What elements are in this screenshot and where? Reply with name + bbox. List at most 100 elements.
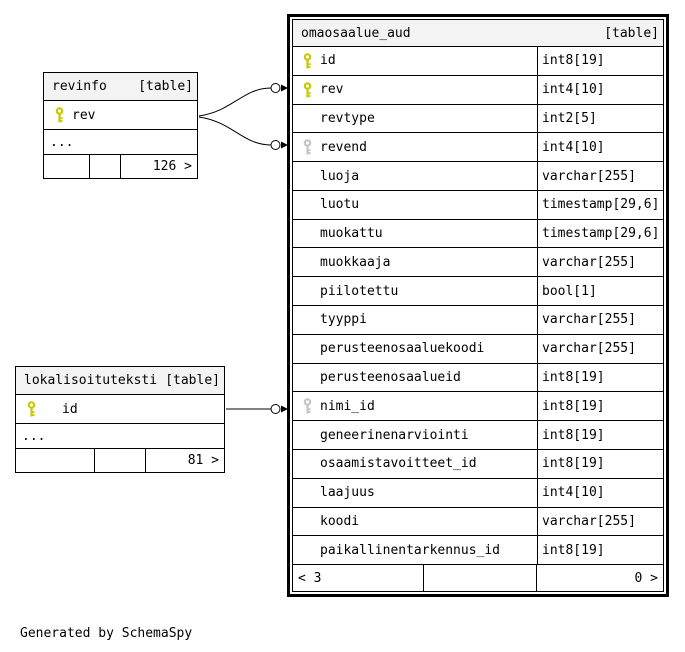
key-icon-placeholder: [303, 110, 312, 126]
column-name-cell: id: [293, 47, 537, 75]
table-row: nimi_id int8[19]: [293, 392, 663, 422]
column-name: muokattu: [320, 226, 383, 242]
column-type: bool[1]: [537, 277, 663, 306]
column-name-cell: rev: [293, 76, 537, 104]
column-name: muokkaaja: [320, 254, 391, 270]
column-name-cell: geneerinenarviointi: [293, 421, 537, 449]
column-type: varchar[255]: [537, 334, 663, 363]
key-icon-placeholder: [303, 312, 312, 328]
column-name-cell: osaamistavoitteet_id: [293, 450, 537, 478]
footer-children-count: 0 >: [634, 570, 658, 586]
table-tag: [table]: [138, 79, 193, 94]
column-type: int8[19]: [537, 536, 663, 565]
table-row: luotu timestamp[29,6]: [293, 190, 663, 220]
key-icon-placeholder: [303, 226, 312, 242]
table-row: geneerinenarviointi int8[19]: [293, 421, 663, 450]
primary-key-icon: [303, 81, 312, 98]
column-type: int4[10]: [537, 478, 663, 507]
column-type: varchar[255]: [537, 507, 663, 536]
column-type: timestamp[29,6]: [537, 190, 663, 219]
footer-left-cell: [44, 155, 90, 178]
column-name-cell: perusteenosaalueid: [293, 364, 537, 392]
table-row: rev: [44, 101, 197, 130]
column-name-cell: tyyppi: [293, 306, 537, 334]
column-name-cell: revtype: [293, 105, 537, 133]
column-name: nimi_id: [320, 398, 375, 414]
column-name: paikallinentarkennus_id: [320, 542, 501, 558]
table-name[interactable]: revinfo: [52, 79, 107, 94]
foreign-key-icon: [303, 398, 312, 414]
table-name[interactable]: lokalisoituteksti: [24, 373, 158, 388]
zero-one-circle: [270, 83, 281, 93]
primary-key-icon: [27, 401, 36, 417]
column-name: osaamistavoitteet_id: [320, 456, 477, 472]
edge-lokalisoituteksti-id-to-nimi-id: [226, 404, 288, 414]
primary-key-icon: [303, 53, 312, 69]
key-icon-placeholder: [303, 283, 312, 299]
key-icon-placeholder: [303, 341, 312, 357]
column-name-cell: perusteenosaaluekoodi: [293, 335, 537, 363]
column-name-cell: laajuus: [293, 479, 537, 507]
generated-by-caption: Generated by SchemaSpy: [20, 626, 193, 641]
column-type: int8[19]: [537, 392, 663, 421]
key-icon-placeholder: [303, 513, 312, 529]
column-name: laajuus: [320, 485, 375, 501]
table-row: perusteenosaaluekoodi varchar[255]: [293, 334, 663, 364]
footer-children-count: 126 >: [152, 159, 192, 174]
primary-key-icon: [55, 107, 64, 123]
column-name-cell: luoja: [293, 162, 537, 190]
key-icon-placeholder: [303, 168, 312, 184]
table-name[interactable]: omaosaalue_aud: [301, 25, 411, 41]
edge-revinfo-rev-to-rev: [198, 83, 288, 117]
table-row: piilotettu bool[1]: [293, 277, 663, 307]
footer-middle-cell: [424, 565, 537, 591]
column-name: id: [320, 53, 336, 69]
column-name: rev: [320, 82, 344, 98]
column-type: varchar[255]: [537, 248, 663, 277]
table-row: osaamistavoitteet_id int8[19]: [293, 449, 663, 479]
column-type: varchar[255]: [537, 162, 663, 190]
column-name: koodi: [320, 513, 360, 529]
table-row: muokkaaja varchar[255]: [293, 248, 663, 278]
table-tag: [table]: [165, 373, 220, 388]
column-name-cell: luotu: [293, 191, 537, 219]
column-name-cell: muokattu: [293, 220, 537, 248]
key-icon-placeholder: [303, 369, 312, 385]
table-row: luoja varchar[255]: [293, 162, 663, 191]
column-name-cell: koodi: [293, 508, 537, 536]
column-name: tyyppi: [320, 312, 367, 328]
key-icon-placeholder: [303, 254, 312, 270]
column-type: int4[10]: [537, 75, 663, 104]
column-type: int2[5]: [537, 104, 663, 133]
key-icon-placeholder: [303, 485, 312, 501]
column-type: int4[10]: [537, 133, 663, 162]
column-name: perusteenosaalueid: [320, 369, 461, 385]
table-row: perusteenosaalueid int8[19]: [293, 363, 663, 393]
key-icon-placeholder: [303, 542, 312, 558]
column-name: piilotettu: [320, 283, 399, 299]
column-type: int8[19]: [537, 363, 663, 392]
column-name: luotu: [320, 197, 360, 213]
column-name-cell: muokkaaja: [293, 248, 537, 276]
table-lokalisoituteksti: lokalisoituteksti [table] id ... 81 >: [15, 366, 225, 473]
zero-one-circle: [270, 404, 281, 414]
column-name: perusteenosaaluekoodi: [320, 341, 485, 357]
column-type: int8[19]: [537, 421, 663, 449]
column-type: int8[19]: [537, 449, 663, 478]
column-name: geneerinenarviointi: [320, 427, 469, 443]
column-name: revend: [320, 139, 367, 155]
key-icon-placeholder: [303, 456, 312, 472]
column-name-cell: nimi_id: [293, 392, 537, 420]
column-name: luoja: [320, 168, 360, 184]
table-row: revend int4[10]: [293, 133, 663, 163]
footer-left-cell: [16, 449, 95, 472]
table-row: laajuus int4[10]: [293, 478, 663, 508]
column-type: varchar[255]: [537, 306, 663, 334]
edge-revinfo-rev-to-revend: [198, 116, 288, 150]
key-icon-placeholder: [303, 427, 312, 443]
